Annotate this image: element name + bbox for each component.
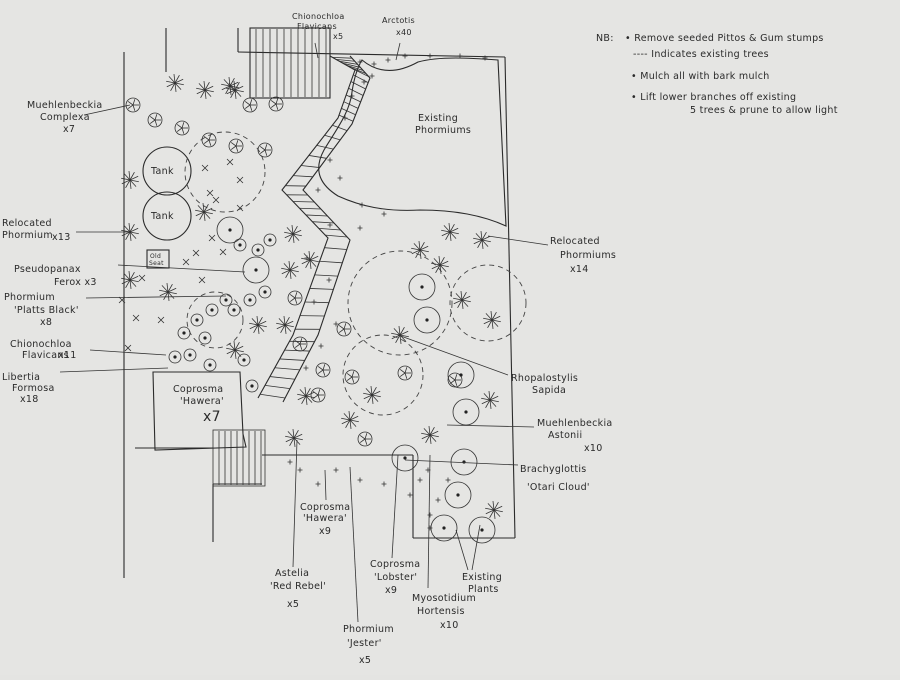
shrub-center-dot xyxy=(268,238,271,241)
label-pseudopanax-1: Pseudopanax xyxy=(14,264,81,275)
label-muehlenbeckia-astonii-2: Astonii xyxy=(548,430,582,441)
shrub-center-dot xyxy=(425,318,428,321)
notes-heading: NB: xyxy=(596,33,614,44)
shrub-center-dot xyxy=(188,353,191,356)
existing-phormiums-label-2: Phormiums xyxy=(415,125,471,136)
shrub-center-dot xyxy=(248,298,251,301)
label-muehlenbeckia-complexa-2: Complexa xyxy=(40,112,90,123)
label-astelia-3: x5 xyxy=(287,599,299,610)
shrub-center-dot xyxy=(442,526,445,529)
note-2: ---- Indicates existing trees xyxy=(633,49,769,60)
shrub-center-dot xyxy=(456,493,459,496)
shrub-center-dot xyxy=(459,373,462,376)
label-relocated-right-2: Phormiums xyxy=(560,250,616,261)
label-relocated-right-3: x14 xyxy=(570,264,589,275)
label-chionochloa-top-1: Chionochloa xyxy=(292,12,345,21)
label-existing-plants-1: Existing xyxy=(462,572,502,583)
shrub-center-dot xyxy=(210,308,213,311)
shrub-center-dot xyxy=(256,248,259,251)
label-relocated-left-3: x13 xyxy=(52,232,71,243)
label-arctotis-1: Arctotis xyxy=(382,16,415,25)
shrub-center-dot xyxy=(263,290,266,293)
label-libertia-2: Formosa xyxy=(12,383,55,394)
label-relocated-left-2: Phormium xyxy=(2,230,53,241)
label-relocated-right-1: Relocated xyxy=(550,236,600,247)
note-3: • Mulch all with bark mulch xyxy=(631,71,770,82)
label-muehlenbeckia-complexa-3: x7 xyxy=(63,124,75,135)
label-libertia-3: x18 xyxy=(20,394,39,405)
shrub-center-dot xyxy=(238,243,241,246)
label-myosotidium-1: Myosotidium xyxy=(412,593,476,604)
tank-1-label: Tank xyxy=(150,166,174,177)
label-astelia-1: Astelia xyxy=(275,568,309,579)
shrub-center-dot xyxy=(224,298,227,301)
shrub-center-dot xyxy=(182,331,185,334)
label-coprosma-hawera-2: 'Hawera' xyxy=(303,513,347,524)
coprosma-box-label-3: x7 xyxy=(203,409,221,425)
label-muehlenbeckia-complexa-1: Muehlenbeckia xyxy=(27,100,103,111)
label-platts-black-1: Phormium xyxy=(4,292,55,303)
label-coprosma-lobster-1: Coprosma xyxy=(370,559,420,570)
shrub-center-dot xyxy=(480,528,483,531)
old-seat-label-2: Seat xyxy=(149,260,164,267)
label-astelia-2: 'Red Rebel' xyxy=(270,581,326,592)
label-phormium-jester-2: 'Jester' xyxy=(347,638,382,649)
label-libertia-1: Libertia xyxy=(2,372,40,383)
shrub-center-dot xyxy=(203,336,206,339)
label-relocated-left-1: Relocated xyxy=(2,218,52,229)
label-phormium-jester-1: Phormium xyxy=(343,624,394,635)
shrub-center-dot xyxy=(254,268,257,271)
label-muehlenbeckia-astonii-3: x10 xyxy=(584,443,603,454)
coprosma-box-label-1: Coprosma xyxy=(173,384,223,395)
label-chionochloa-left-1: Chionochloa xyxy=(10,339,72,350)
note-1: • Remove seeded Pittos & Gum stumps xyxy=(625,33,824,44)
shrub-center-dot xyxy=(173,355,176,358)
shrub-center-dot xyxy=(242,358,245,361)
note-4: • Lift lower branches off existing xyxy=(631,92,796,103)
label-pseudopanax-2: Ferox x3 xyxy=(54,277,97,288)
label-chionochloa-top-2: Flavicans xyxy=(297,22,337,31)
note-5: 5 trees & prune to allow light xyxy=(690,105,838,116)
label-brachyglottis-1: Brachyglottis xyxy=(520,464,587,475)
label-myosotidium-2: Hortensis xyxy=(417,606,465,617)
old-seat-label-1: Old xyxy=(150,253,161,260)
label-coprosma-lobster-3: x9 xyxy=(385,585,397,596)
tank-2-label: Tank xyxy=(150,211,174,222)
shrub-center-dot xyxy=(464,410,467,413)
label-phormium-jester-3: x5 xyxy=(359,655,371,666)
label-brachyglottis-2: 'Otari Cloud' xyxy=(527,482,590,493)
label-platts-black-2: 'Platts Black' xyxy=(14,305,79,316)
label-muehlenbeckia-astonii-1: Muehlenbeckia xyxy=(537,418,613,429)
shrub-center-dot xyxy=(420,285,423,288)
label-existing-plants-2: Plants xyxy=(468,584,499,595)
label-arctotis-2: x40 xyxy=(396,28,412,37)
label-myosotidium-3: x10 xyxy=(440,620,459,631)
label-chionochloa-left-3: x11 xyxy=(58,350,77,361)
shrub-center-dot xyxy=(403,456,406,459)
shrub-center-dot xyxy=(228,228,231,231)
label-rhopalostylis-1: Rhopalostylis xyxy=(511,373,578,384)
label-chionochloa-top-3: x5 xyxy=(333,32,343,41)
shrub-center-dot xyxy=(232,308,235,311)
label-coprosma-hawera-3: x9 xyxy=(319,526,331,537)
label-coprosma-lobster-2: 'Lobster' xyxy=(374,572,417,583)
shrub-center-dot xyxy=(208,363,211,366)
label-coprosma-hawera-1: Coprosma xyxy=(300,502,350,513)
shrub-center-dot xyxy=(250,384,253,387)
shrub-center-dot xyxy=(195,318,198,321)
label-rhopalostylis-2: Sapida xyxy=(532,385,566,396)
coprosma-box-label-2: 'Hawera' xyxy=(180,396,224,407)
existing-phormiums-label-1: Existing xyxy=(418,113,458,124)
label-platts-black-3: x8 xyxy=(40,317,52,328)
shrub-center-dot xyxy=(462,460,465,463)
